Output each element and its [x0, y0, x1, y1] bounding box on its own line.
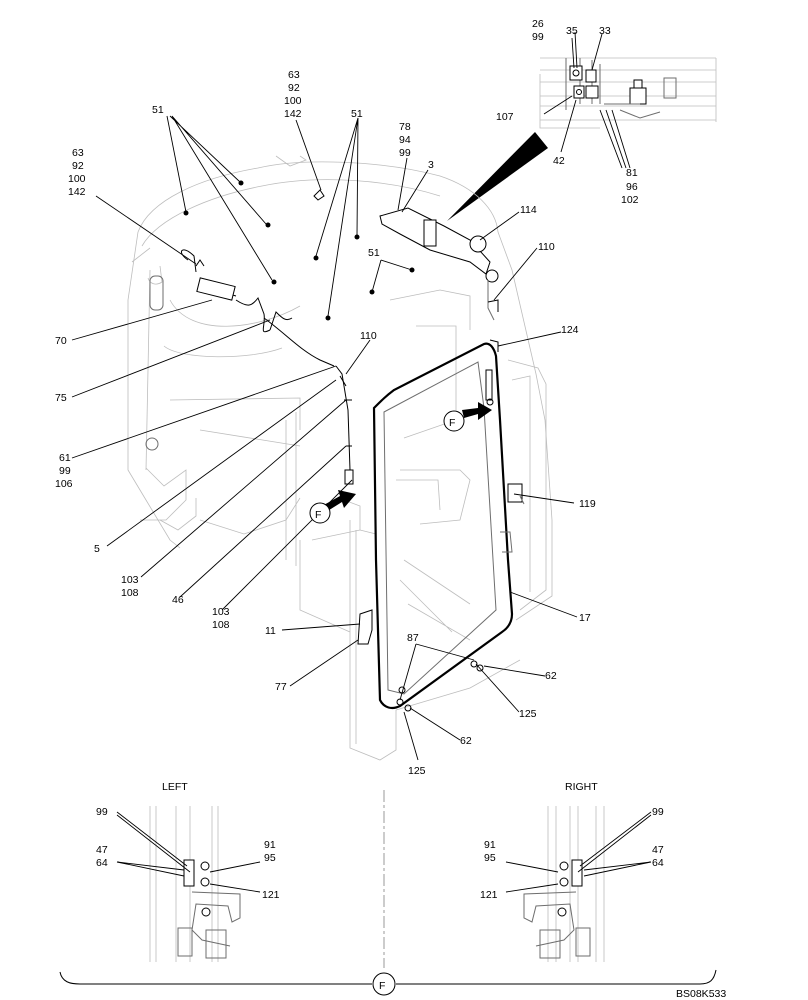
callout: 87 [407, 632, 419, 644]
view-f-circle-left [309, 502, 331, 524]
callout: 103 [121, 574, 139, 586]
callout: 77 [275, 681, 287, 693]
callout: 100 [68, 173, 86, 185]
callout: 99 [96, 806, 108, 818]
right-hinge-detail [505, 806, 652, 962]
callout: 106 [55, 478, 73, 490]
right-section-label: RIGHT [565, 781, 598, 793]
callout: F [315, 509, 321, 521]
callout: 64 [652, 857, 664, 869]
callout: 107 [496, 111, 514, 123]
callout: 26 [532, 18, 544, 30]
view-f-bottom-label: F [379, 980, 385, 992]
callout: 51 [152, 104, 164, 116]
callout: 110 [538, 241, 555, 253]
wiring-harness [180, 249, 335, 367]
leader-lines [71, 31, 631, 761]
callout: 92 [288, 82, 300, 94]
callout: 99 [399, 147, 411, 159]
callout: 99 [652, 806, 664, 818]
callout-labels: 26 99 35 33 107 42 81 96 102 63 92 100 1… [55, 18, 639, 777]
roof-bolts [183, 180, 415, 321]
callout: 91 [484, 839, 496, 851]
callout: 81 [626, 167, 638, 179]
callout: 91 [264, 839, 276, 851]
callout: 62 [460, 735, 472, 747]
callout: 70 [55, 335, 67, 347]
view-f-circle-right [443, 410, 465, 432]
callout: 142 [68, 186, 86, 198]
callout: 64 [96, 857, 108, 869]
callout: 42 [553, 155, 565, 167]
callout: 46 [172, 594, 184, 606]
detail-direction-arrow [447, 132, 548, 221]
callout: 94 [399, 134, 411, 146]
callout: 95 [264, 852, 276, 864]
view-f-bracket [59, 969, 717, 985]
callout: 142 [284, 108, 302, 120]
callout: 47 [652, 844, 664, 856]
callout: 62 [545, 670, 557, 682]
callout: 75 [55, 392, 67, 404]
left-hinge-detail [116, 806, 261, 962]
callout: 108 [212, 619, 230, 631]
callout: 63 [72, 147, 84, 159]
callout: 99 [532, 31, 544, 43]
callout: 99 [59, 465, 71, 477]
view-f-bottom-circle [372, 972, 396, 996]
callout: 51 [368, 247, 380, 259]
callout: 121 [480, 889, 498, 901]
callout: 95 [484, 852, 496, 864]
callout: 47 [96, 844, 108, 856]
view-f-arrow-left [322, 490, 356, 512]
callout: 110 [360, 330, 377, 342]
callout: 114 [520, 204, 537, 216]
cab-frame [127, 155, 553, 761]
callout: 125 [408, 765, 426, 777]
callout: 35 [566, 25, 578, 37]
callout: 108 [121, 587, 139, 599]
callout: 124 [561, 324, 579, 336]
view-f-arrow-right [462, 402, 492, 420]
callout: 5 [94, 543, 100, 555]
callout: 78 [399, 121, 411, 133]
cab-door [322, 207, 525, 712]
drawing-code: BS08K533 [676, 988, 726, 1000]
hinge-detail-inset [539, 57, 717, 129]
callout: 102 [621, 194, 639, 206]
left-section-label: LEFT [162, 781, 188, 793]
callout: 61 [59, 452, 71, 464]
callout: 92 [72, 160, 84, 172]
callout: 119 [579, 498, 596, 510]
callout: 3 [428, 159, 434, 171]
callout: 17 [579, 612, 591, 624]
callout: 100 [284, 95, 302, 107]
callout: 103 [212, 606, 230, 618]
callout: F [449, 417, 455, 429]
callout: 96 [626, 181, 638, 193]
callout: 121 [262, 889, 280, 901]
callout: 11 [265, 625, 276, 637]
callout: 63 [288, 69, 300, 81]
callout: 33 [599, 25, 611, 37]
callout: 51 [351, 108, 363, 120]
callout: 125 [519, 708, 537, 720]
